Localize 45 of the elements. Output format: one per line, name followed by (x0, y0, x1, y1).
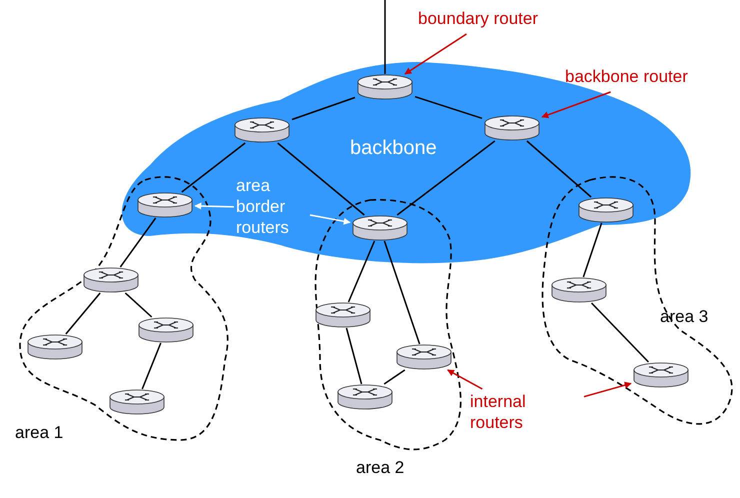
router-icon (234, 117, 290, 143)
link-line (348, 240, 376, 302)
area-label: area 2 (356, 457, 404, 478)
area-name: backbone (350, 138, 437, 159)
link-line (384, 369, 406, 385)
link-line (124, 292, 152, 318)
link-line (384, 240, 420, 344)
link-line (346, 328, 362, 384)
router-icon (27, 334, 83, 360)
link-line (292, 96, 356, 120)
callout-label: backbone router (565, 66, 689, 87)
router-icon (137, 192, 193, 218)
link-line (396, 140, 496, 216)
router-icon (83, 267, 139, 293)
leader-arrow (310, 214, 351, 225)
router-icon (337, 384, 393, 410)
callout-label: internal routers (470, 391, 527, 433)
router-icon (352, 215, 408, 241)
leader-arrow (584, 382, 632, 398)
link-line (142, 342, 162, 390)
leader-arrow (447, 369, 483, 390)
router-icon (396, 344, 452, 370)
callout-label: boundary router (418, 8, 540, 29)
link-line (526, 140, 592, 198)
router-icon (578, 197, 634, 223)
leader-arrow (194, 202, 234, 210)
link-line (277, 142, 365, 216)
link-line (414, 96, 482, 120)
callout-label: area border routers (236, 175, 290, 238)
router-icon (551, 277, 607, 303)
leader-arrow (404, 33, 467, 75)
link-line (65, 292, 101, 334)
link-line (591, 302, 649, 363)
router-icon (138, 317, 194, 343)
link-line (384, 0, 386, 74)
link-line (582, 222, 602, 278)
router-icon (315, 302, 371, 328)
link-line (181, 142, 246, 193)
router-icon (109, 389, 165, 415)
link-line (120, 218, 156, 268)
router-icon (357, 74, 413, 100)
router-icon (633, 362, 689, 388)
area-label: area 1 (15, 422, 64, 443)
router-icon (484, 115, 540, 141)
area-label: area 3 (660, 306, 708, 327)
